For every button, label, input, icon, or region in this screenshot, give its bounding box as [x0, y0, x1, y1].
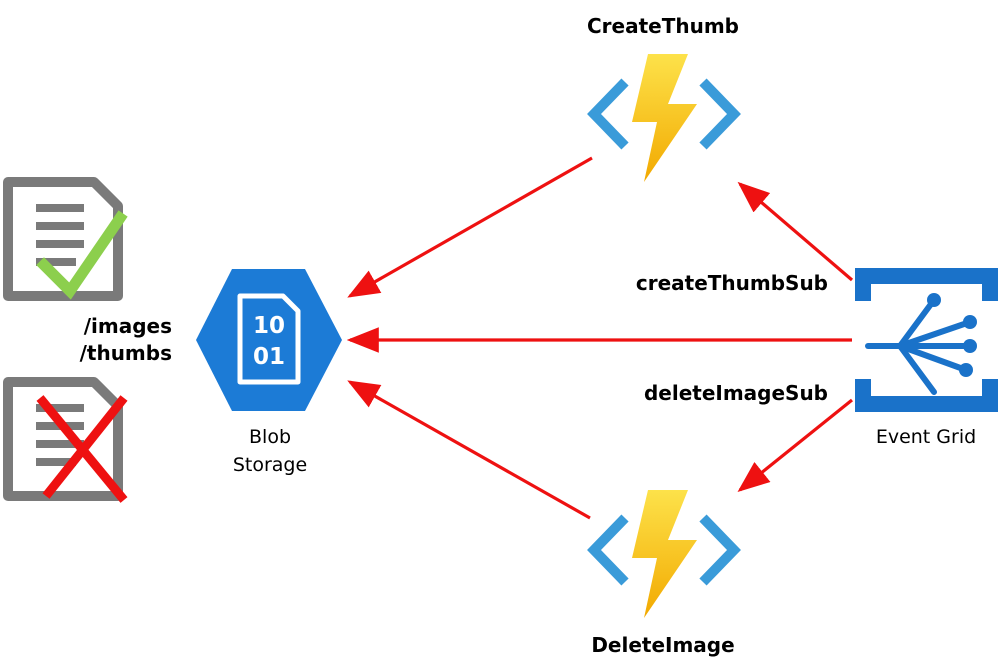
arrow-eventgrid-to-createthumb [737, 181, 854, 282]
blob-storage-label-line2: Storage [233, 454, 307, 476]
event-grid-icon [855, 268, 998, 412]
images-container-label: /images [84, 314, 172, 338]
arrows [346, 156, 854, 520]
function-deleteimage: DeleteImage [587, 490, 741, 657]
event-grid-label: Event Grid [876, 426, 976, 448]
arrow-eventgrid-to-deleteimage [737, 398, 854, 493]
azure-function-icon [587, 490, 741, 618]
function-createthumb: CreateThumb [587, 14, 741, 182]
azure-function-icon [587, 54, 741, 182]
function-createthumb-label: CreateThumb [587, 14, 739, 38]
blob-bits-line1: 10 [253, 313, 285, 339]
blob-storage-label-line1: Blob [249, 426, 291, 448]
document-deleted [3, 377, 128, 503]
thumbs-container-label: /thumbs [80, 341, 172, 365]
subscription-createthumb-label: createThumbSub [636, 271, 828, 295]
blob-storage-icon: 10 01 [196, 269, 342, 411]
event-grid: Event Grid [855, 268, 998, 448]
document-created [3, 177, 128, 301]
function-deleteimage-label: DeleteImage [591, 633, 734, 657]
blob-bits-line2: 01 [253, 344, 285, 370]
arrow-createthumb-to-blob [347, 156, 593, 298]
blob-storage: 10 01 Blob Storage [196, 269, 342, 476]
document-check-icon [3, 177, 128, 301]
subscription-deleteimage-label: deleteImageSub [644, 381, 828, 405]
arrow-deleteimage-to-blob [347, 380, 591, 520]
document-x-icon [3, 377, 128, 503]
